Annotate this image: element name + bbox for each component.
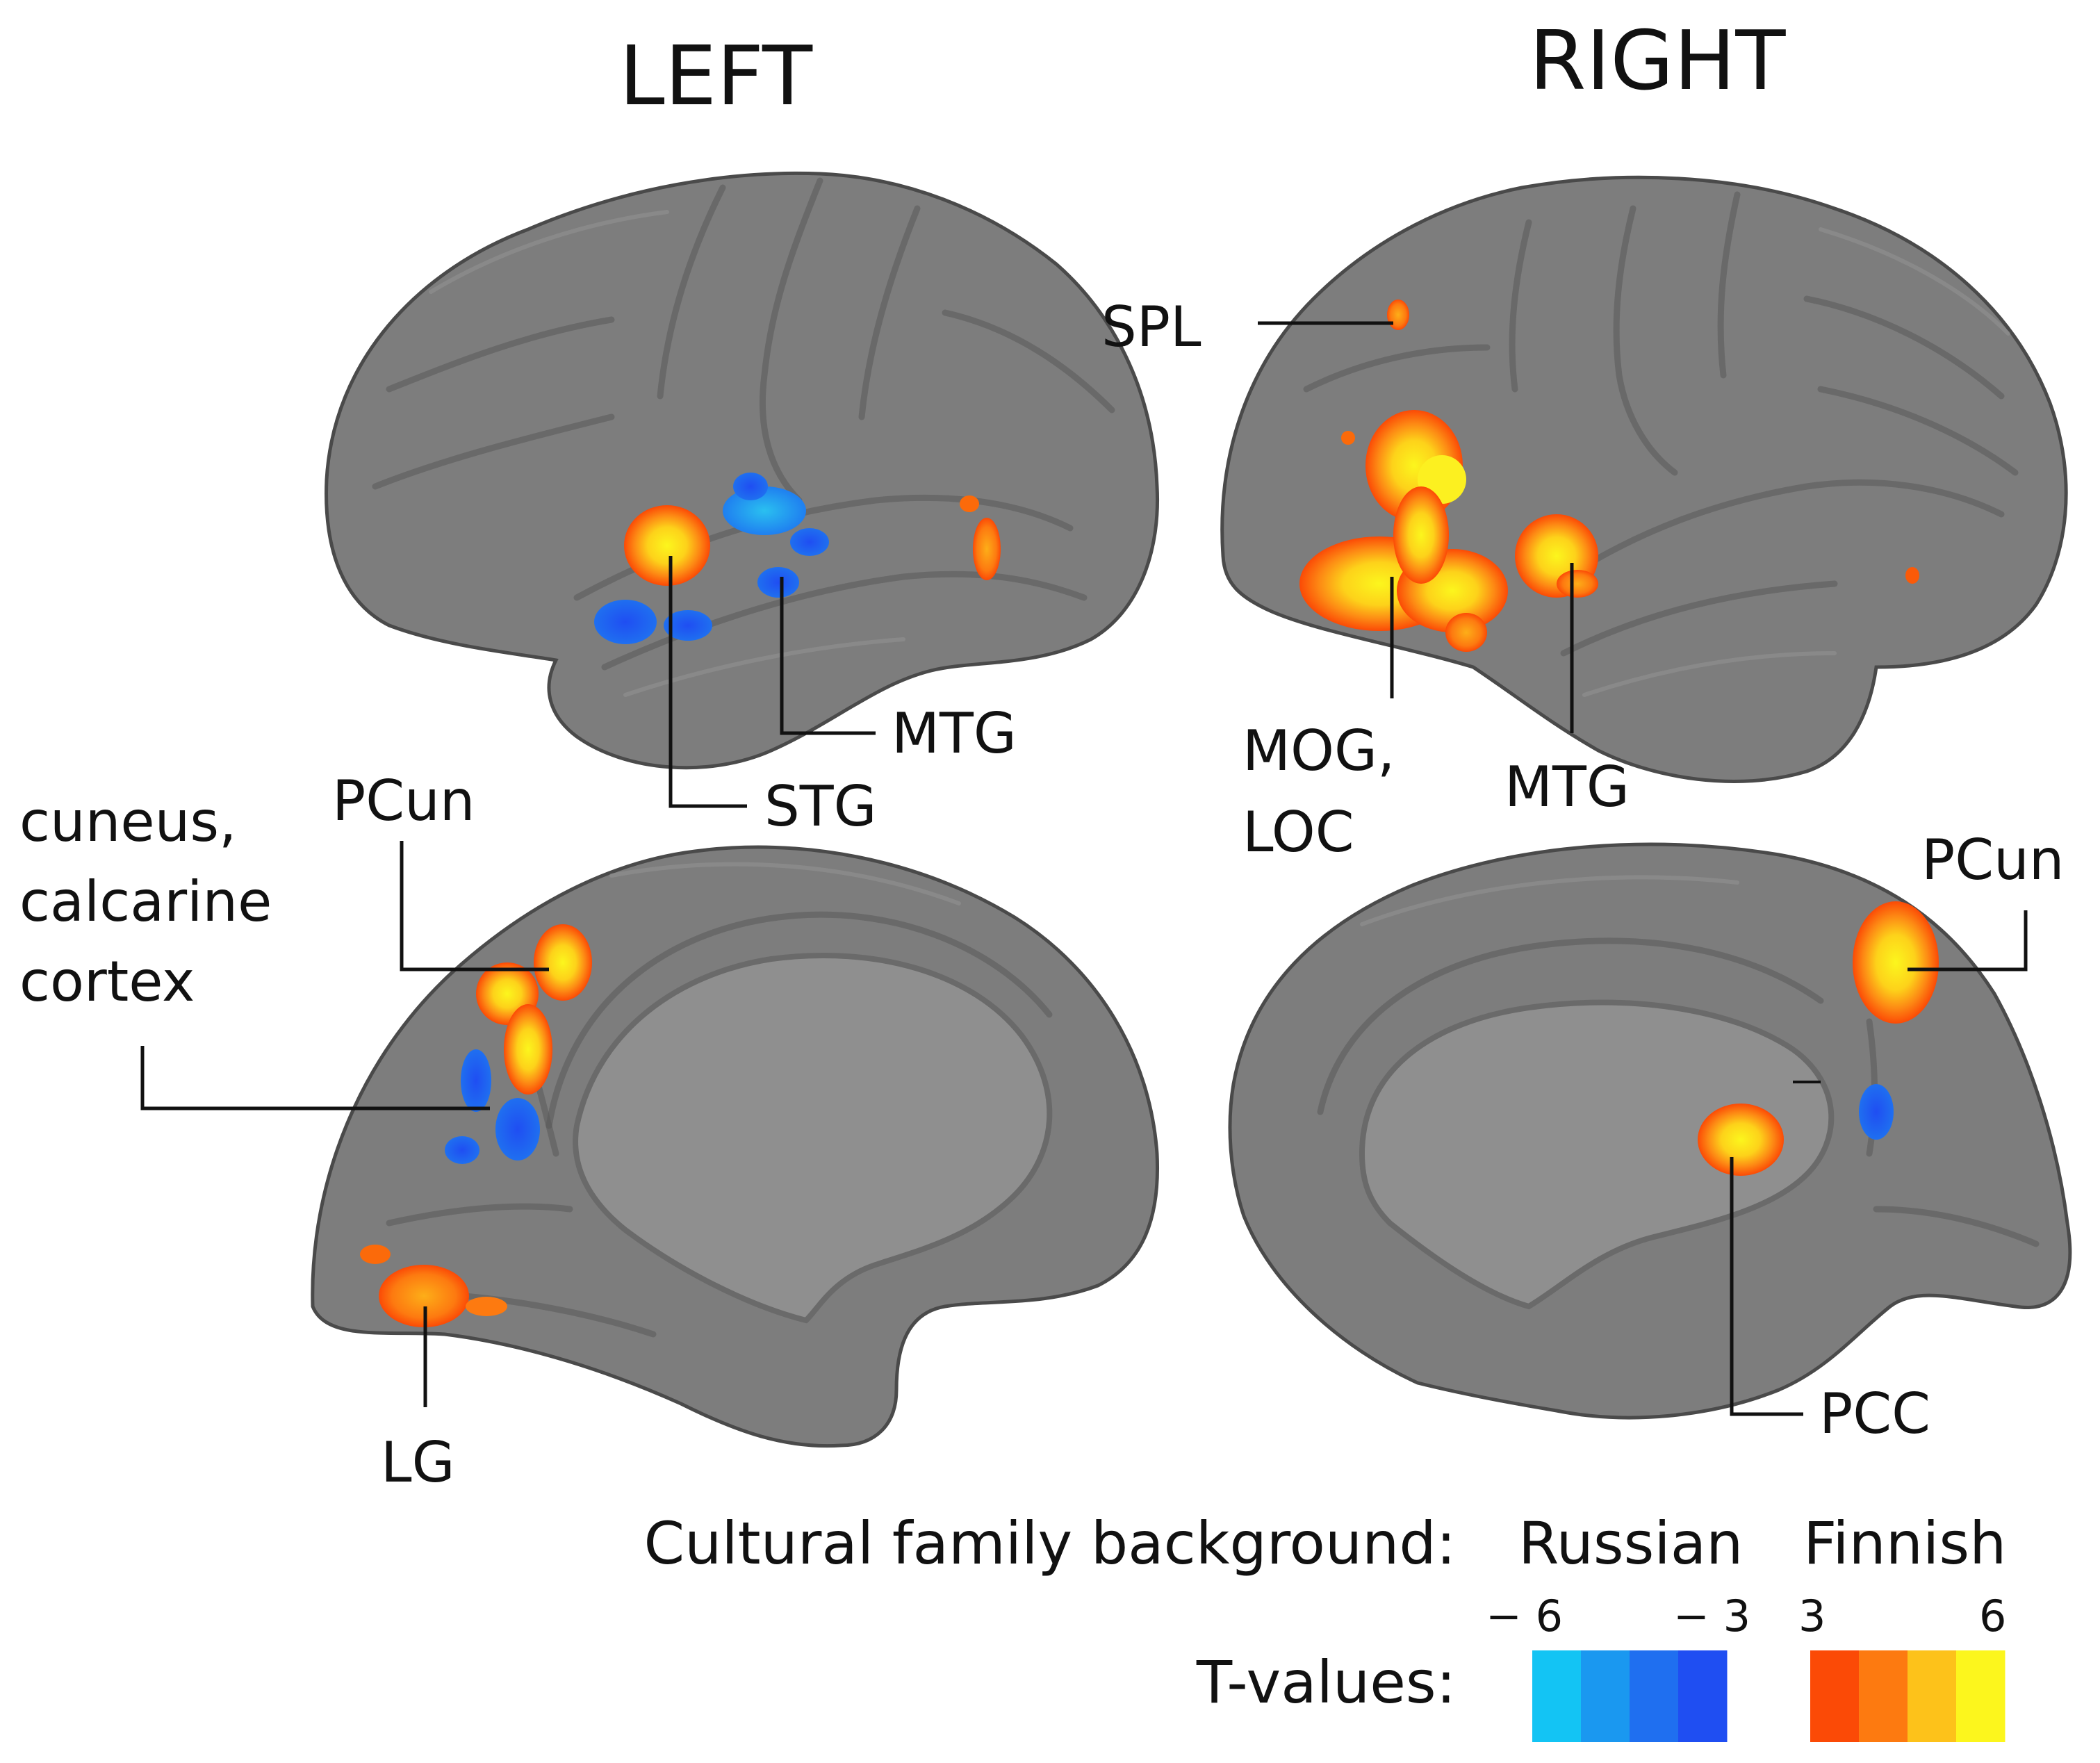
right-mog-dot [1341,431,1355,445]
right-lateral-sts [1560,580,1838,657]
right-lateral-sylvian [1553,479,2005,587]
left-stg-activation [624,505,710,586]
left-sts-negative [790,528,829,556]
left-cuneus-label-line2: calcarine [19,869,272,934]
left-medial-wall [573,953,1053,1324]
left-calcarine-negative [445,1136,479,1164]
legend: Cultural family background: Russian Finn… [643,1509,2006,1742]
left-lateral-central [760,177,823,504]
right-lateral-cortex [1220,175,2068,783]
right-medial-calcarine [1873,1206,2040,1247]
right-lateral-frontal-2 [1817,386,2019,476]
right-loc-activation-4 [1445,613,1487,652]
left-lateral-parietal [942,309,1115,413]
finnish-swatch-4 [1956,1650,2005,1742]
finnish-swatch-3 [1908,1650,1957,1742]
left-lg-activation [379,1265,469,1327]
left-insula-negative-2 [733,473,768,500]
left-cuneus-negative [461,1049,491,1112]
left-medial-brain [311,845,1160,1448]
left-temporal-negative [594,600,657,644]
left-medial-calcarine [386,1203,573,1227]
left-pcun-leader [400,841,549,971]
left-pcun-label: PCun [332,769,475,833]
left-mtg-label: MTG [892,701,1017,766]
russian-swatch-2 [1581,1650,1630,1742]
legend-group-russian: Russian [1518,1509,1743,1577]
right-cuneus-negative [1859,1084,1894,1140]
right-medial-cingulate [1317,937,1824,1115]
right-mtg-activation-2 [1557,570,1598,598]
right-medial-brain [1228,842,2072,1420]
legend-background-label: Cultural family background: [643,1509,1456,1577]
russian-max-tick: − 3 [1673,1591,1750,1641]
right-pcun-label: PCun [1921,828,2065,892]
legend-group-finnish: Finnish [1803,1509,2006,1577]
left-cuneus-label-line3: cortex [19,949,195,1014]
right-pcc-activation [1698,1104,1784,1176]
left-lateral-frontal-2 [372,413,615,490]
left-cuneus-leader [140,1046,490,1110]
left-lg-activation-3 [466,1297,507,1316]
left-lateral-precentral [657,184,726,400]
right-hemisphere-title: RIGHT [1529,13,1786,108]
right-lateral-brain [1220,175,2068,783]
left-mtg-leader [780,577,876,735]
right-medial-gyrus-hl [1360,875,1739,926]
left-stg-leader [668,556,747,808]
right-mog-label-line1: MOG, [1242,719,1395,783]
left-stg-label: STG [764,774,877,839]
right-spl-label: SPL [1101,295,1201,359]
right-medial-wall [1359,999,1835,1310]
left-medial-cingulate [545,911,1053,1129]
right-lateral-frontal [1803,295,2005,400]
left-lg-label: LG [381,1430,455,1495]
left-medial-gyrus-hl [609,862,961,905]
right-lateral-gyrus-hl [1819,227,2010,336]
left-lateral-frontal [386,316,615,393]
russian-swatch-1 [1532,1650,1582,1742]
right-pcc-label: PCC [1819,1381,1930,1446]
finnish-min-tick: 3 [1798,1591,1826,1641]
left-lateral-cortex [325,171,1160,770]
left-pcun-activation [534,924,592,1001]
finnish-swatch-1 [1810,1650,1860,1742]
finnish-max-tick: 6 [1979,1591,2006,1641]
left-occipital-activation [973,518,1001,580]
russian-colorbar [1532,1650,1728,1742]
right-mtg-label: MTG [1504,755,1630,819]
tvalues-label: T-values: [1196,1648,1456,1716]
right-loc-activation-3 [1393,486,1449,584]
left-lateral-gyrus-hl-2 [623,637,905,697]
left-pcun-activation-3 [504,1004,552,1094]
finnish-swatch-2 [1859,1650,1908,1742]
right-lateral-gyrus-hl-2 [1582,651,1837,697]
left-hemisphere-title: LEFT [619,28,813,124]
left-lg-activation-2 [360,1245,391,1264]
right-frontal-dot [1905,567,1919,584]
left-lateral-gyrus-hl [429,210,669,294]
right-pcun-leader [1908,910,2028,971]
right-lateral-parietal [1303,344,1491,393]
right-lateral-central [1613,205,1678,476]
right-lateral-postcentral [1509,219,1532,393]
right-pcc-leader [1730,1157,1803,1416]
russian-swatch-4 [1678,1650,1728,1742]
left-mtg-negative [757,567,799,598]
left-temporal-negative-2 [664,610,712,641]
russian-min-tick: − 6 [1486,1591,1563,1641]
left-lateral-brain [325,171,1160,770]
right-mog-label-line2: LOC [1242,800,1354,864]
right-spl-activation [1387,300,1409,330]
left-occipital-activation-2 [960,495,979,512]
russian-swatch-3 [1630,1650,1679,1742]
left-cuneus-negative-2 [495,1098,540,1161]
finnish-colorbar [1810,1650,2005,1742]
right-pcun-activation [1853,901,1939,1024]
left-cuneus-label-line1: cuneus, [19,789,236,854]
right-lateral-precentral [1717,191,1741,379]
left-lateral-postcentral [858,205,921,420]
